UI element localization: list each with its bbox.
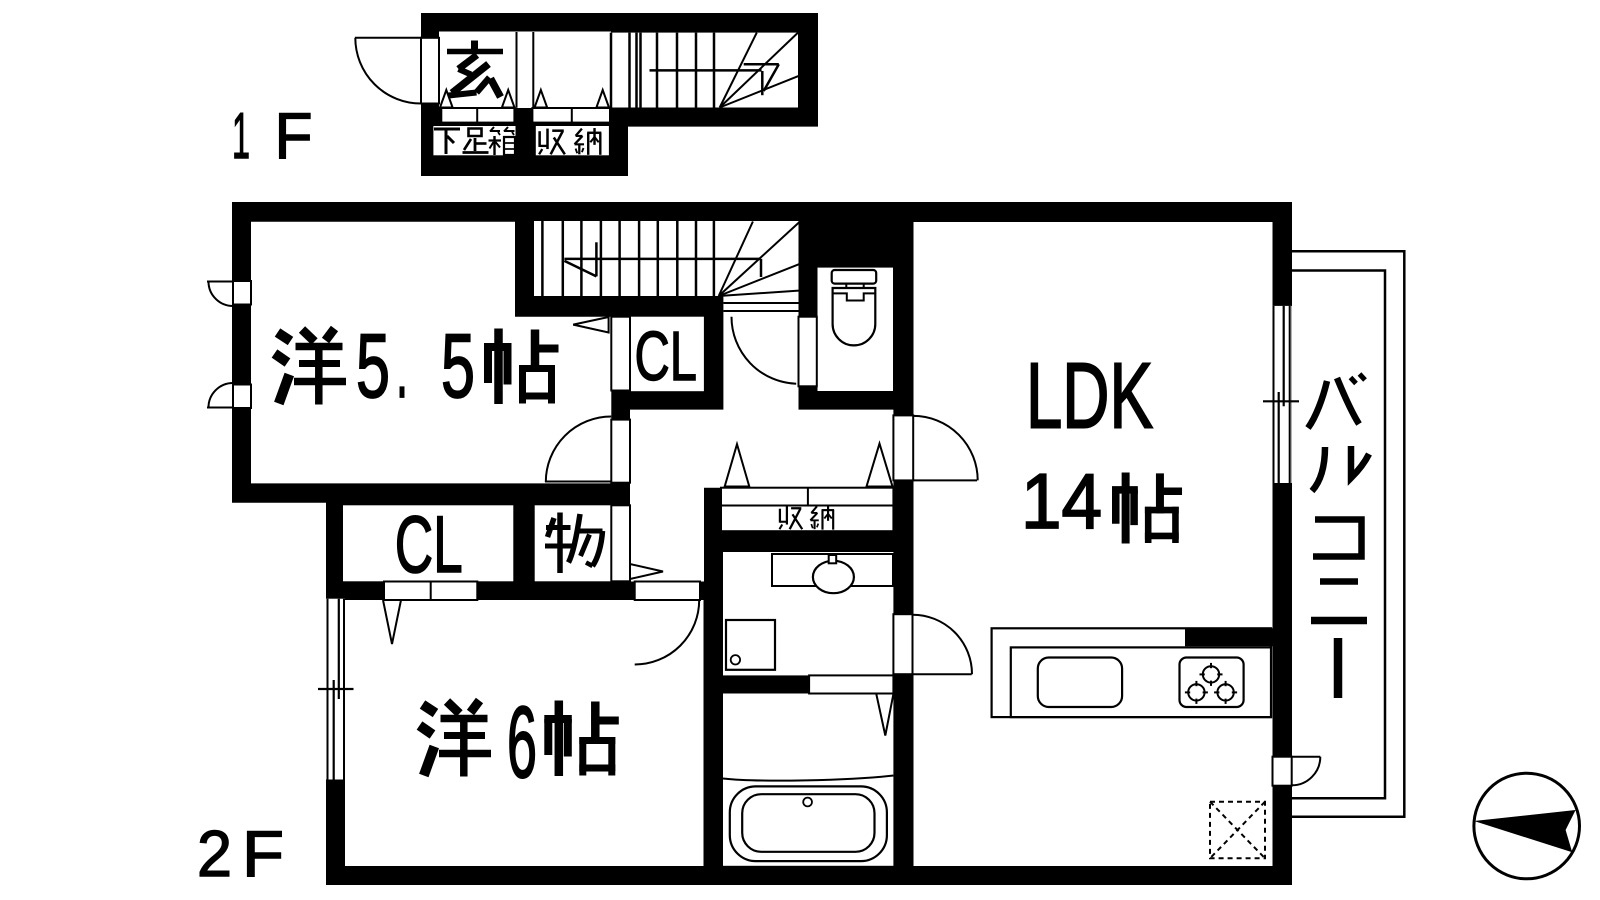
svg-text:F: F [242,818,284,890]
svg-text:LDK: LDK [1026,344,1153,448]
svg-text:5: 5 [441,316,475,417]
svg-text:2: 2 [197,818,232,890]
svg-text:14: 14 [1021,459,1102,545]
svg-text:CL: CL [635,317,698,395]
svg-text:5: 5 [356,316,390,417]
svg-text:6: 6 [507,685,537,799]
svg-text:CL: CL [395,500,463,590]
svg-text:F: F [275,100,313,172]
svg-text:.: . [396,316,408,417]
svg-text:1: 1 [232,100,250,172]
